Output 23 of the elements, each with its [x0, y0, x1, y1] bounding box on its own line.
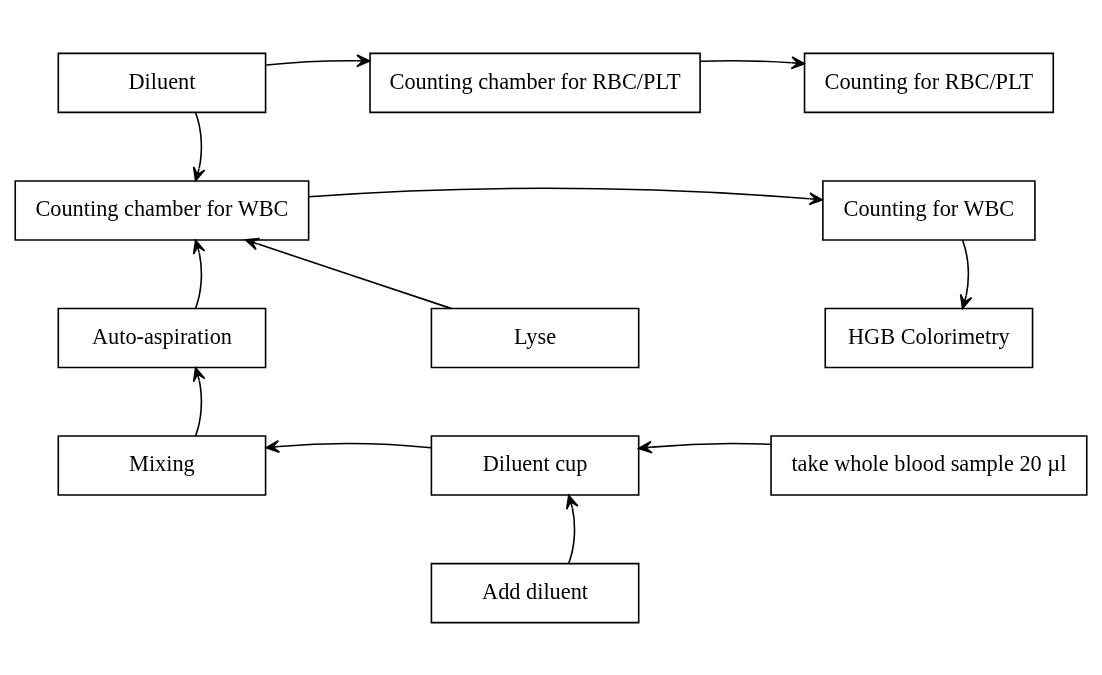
arrow — [565, 494, 579, 564]
arrow — [192, 238, 206, 309]
arrow — [192, 366, 206, 437]
node-box: Counting for RBC/PLT — [803, 52, 1055, 113]
arrow — [265, 439, 432, 453]
arrow — [959, 238, 973, 309]
arrow — [307, 187, 824, 205]
arrow — [265, 53, 371, 67]
node-box: HGB Colorimetry — [824, 307, 1034, 368]
node-box: take whole blood sample 20 µl — [770, 434, 1088, 496]
arrow — [244, 237, 452, 309]
node-box: Mixing — [57, 434, 267, 496]
node-box: Lyse — [430, 307, 640, 368]
node-box: Counting chamber for RBC/PLT — [369, 52, 701, 113]
node-box: Auto-aspiration — [57, 307, 267, 368]
arrow — [192, 111, 206, 182]
arrow — [638, 440, 772, 454]
node-box: Add diluent — [430, 562, 640, 623]
node-box: Counting chamber for WBC — [14, 179, 310, 241]
node-box: Diluent — [57, 52, 267, 113]
node-box: Diluent cup — [430, 434, 640, 496]
arrow — [699, 55, 806, 69]
node-box: Counting for WBC — [822, 179, 1036, 241]
